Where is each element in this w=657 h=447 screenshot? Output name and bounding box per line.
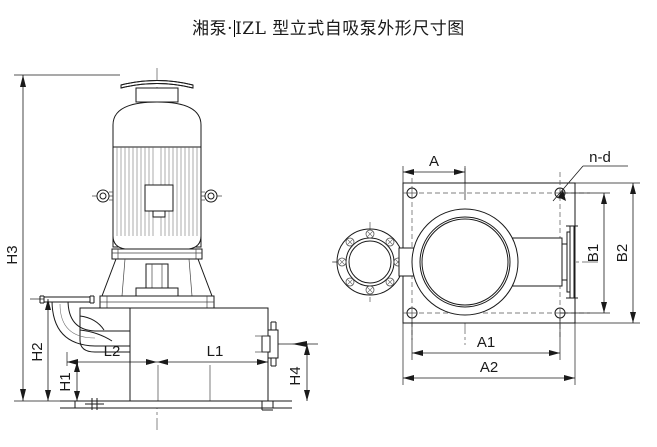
dimension-L2: L2	[66, 343, 157, 366]
dimension-label-L1: L1	[207, 343, 224, 360]
dimension-label-A1: A1	[477, 334, 495, 351]
motor-base-flange	[111, 248, 203, 260]
dimension-label-n-d: n-d	[589, 149, 611, 166]
title-suffix: IZL 型立式自吸泵外形尺寸图	[235, 19, 465, 39]
suction-elbow-pipe	[51, 299, 130, 347]
dimension-label-B1: B1	[585, 244, 602, 262]
motor-terminal-box	[144, 184, 174, 218]
motor-lifting-eye-right	[201, 189, 222, 203]
pump-casing-body	[79, 307, 131, 353]
dimension-A: A	[402, 153, 466, 200]
pump-casing-seat	[99, 295, 215, 309]
dimension-label-A2: A2	[480, 359, 498, 376]
dimension-H4: H4	[278, 341, 318, 401]
leader-n-d: n-d	[552, 149, 628, 202]
dimension-label-B2: B2	[614, 244, 631, 262]
pump-casing-top	[411, 208, 519, 316]
base-plate	[60, 398, 292, 411]
dimension-label-H1: H1	[57, 372, 74, 391]
motor-top-dome	[112, 101, 202, 148]
dimension-label-H3: H3	[4, 245, 21, 264]
motor-lifting-eye-left	[92, 189, 113, 203]
dimension-label-A: A	[429, 153, 439, 170]
dimension-H2: H2	[29, 298, 51, 401]
dimension-label-L2: L2	[104, 343, 121, 360]
top-plan-view: A n-d B1	[332, 149, 640, 385]
text-caret	[234, 20, 236, 37]
motor-body	[112, 146, 202, 250]
dimension-label-H2: H2	[29, 342, 46, 361]
title-prefix: 湘泵·	[192, 19, 234, 39]
dimension-L1: L1	[157, 343, 269, 366]
front-elevation-view: H3 H2 H1 L2	[4, 68, 318, 430]
dimension-B2: B2	[575, 182, 640, 324]
page-title: 湘泵·IZL 型立式自吸泵外形尺寸图	[0, 14, 657, 39]
suction-flange	[39, 295, 95, 304]
dimension-label-H4: H4	[287, 366, 304, 385]
dimension-A1: A1	[411, 318, 561, 360]
base-pedestal	[129, 307, 269, 402]
pump-lantern-bracket	[101, 258, 213, 297]
dimension-H3: H3	[4, 74, 120, 402]
motor-fan-cover	[120, 80, 194, 103]
dimension-A2: A2	[402, 323, 576, 385]
dimension-B1: B1	[560, 192, 610, 314]
dimension-H1: H1	[57, 362, 80, 401]
